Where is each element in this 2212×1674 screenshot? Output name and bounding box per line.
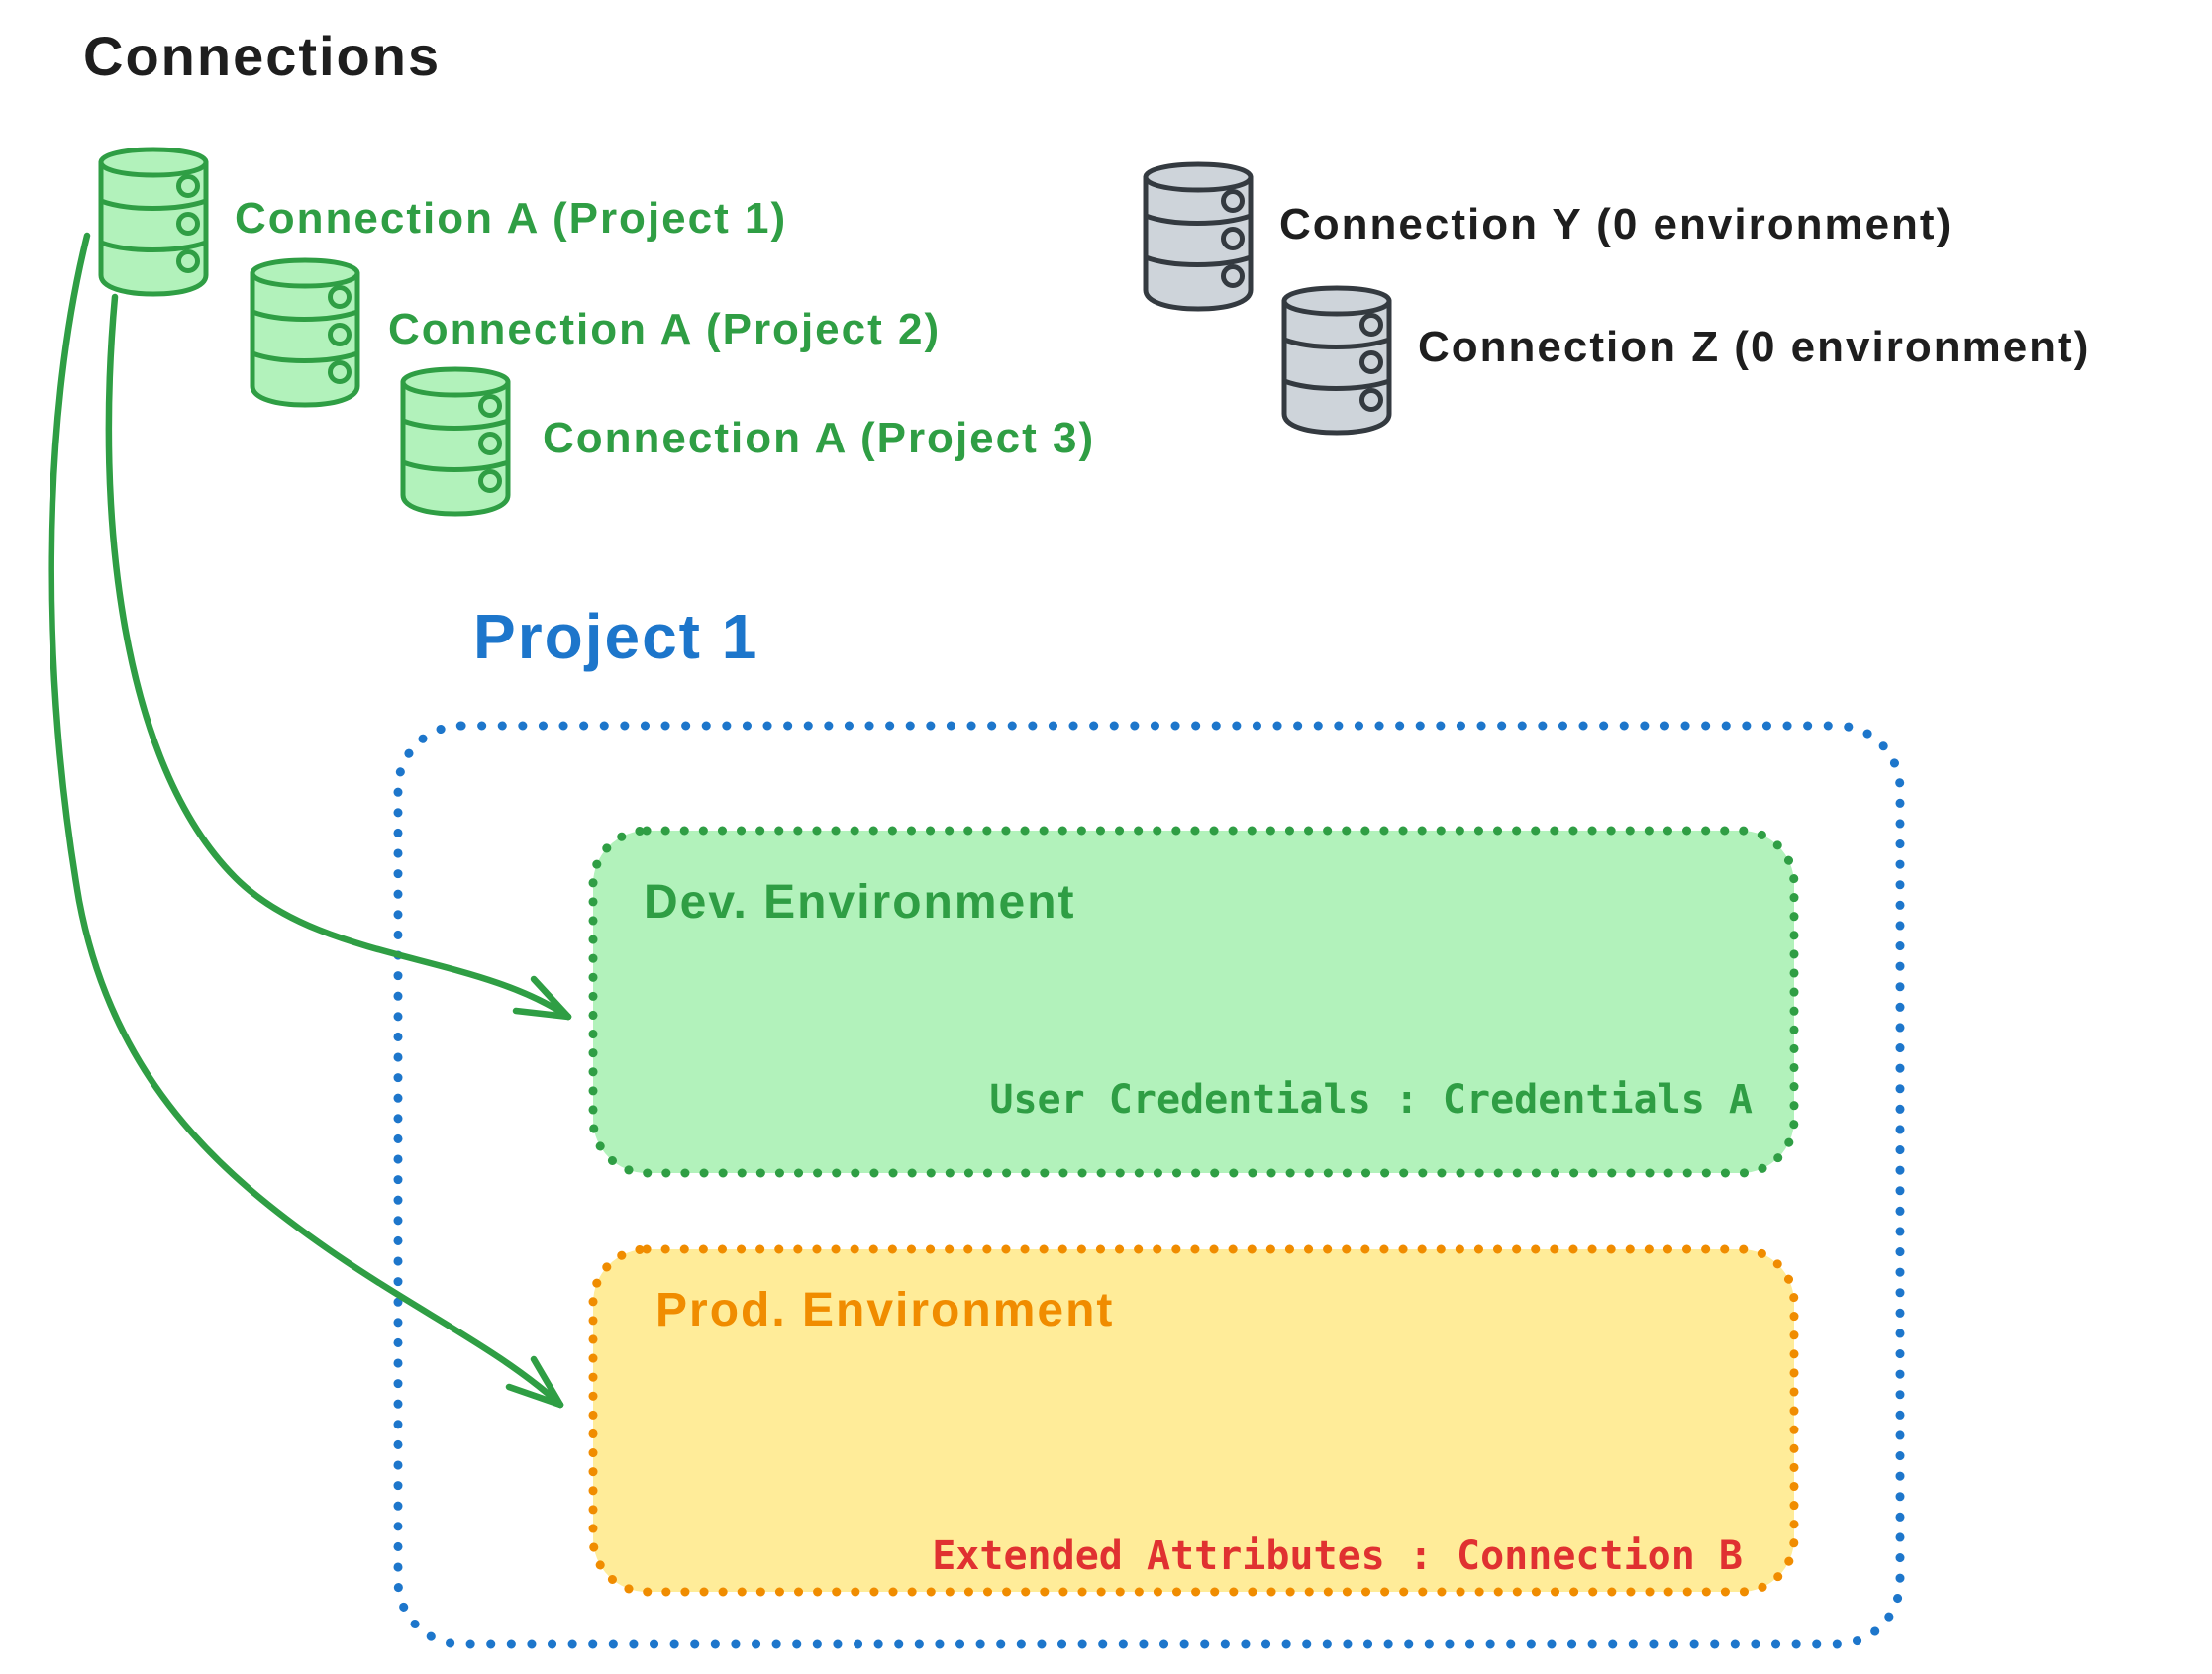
connection-a-project2-label: Connection A (Project 2)	[388, 305, 942, 353]
prod-environment-title: Prod. Environment	[655, 1284, 1115, 1336]
project1-title: Project 1	[473, 601, 759, 672]
dev-environment-box	[588, 826, 1799, 1178]
prod-environment-box	[588, 1244, 1799, 1597]
database-icon	[1146, 164, 1251, 309]
database-icon	[252, 260, 357, 405]
arrow-to-dev-environment	[105, 293, 572, 1021]
dev-environment-title: Dev. Environment	[644, 876, 1076, 929]
dev-credentials-mapping: User Credentials : Credentials A	[989, 1077, 1753, 1123]
connection-a-project1-label: Connection A (Project 1)	[235, 194, 788, 243]
connection-z-label: Connection Z (0 environment)	[1418, 323, 2091, 371]
connection-a-project3-label: Connection A (Project 3)	[543, 414, 1096, 462]
diagram-title: Connections	[83, 25, 442, 87]
database-icon	[101, 149, 206, 294]
prod-mappings: Extended Attributes : Connection B Ext.A…	[908, 1426, 1743, 1674]
database-icon	[403, 369, 508, 514]
arrow-to-prod-environment	[48, 232, 564, 1409]
database-icon	[1284, 288, 1389, 433]
prod-mapping-connection: Extended Attributes : Connection B	[932, 1533, 1743, 1579]
connection-y-label: Connection Y (0 environment)	[1279, 200, 1954, 248]
